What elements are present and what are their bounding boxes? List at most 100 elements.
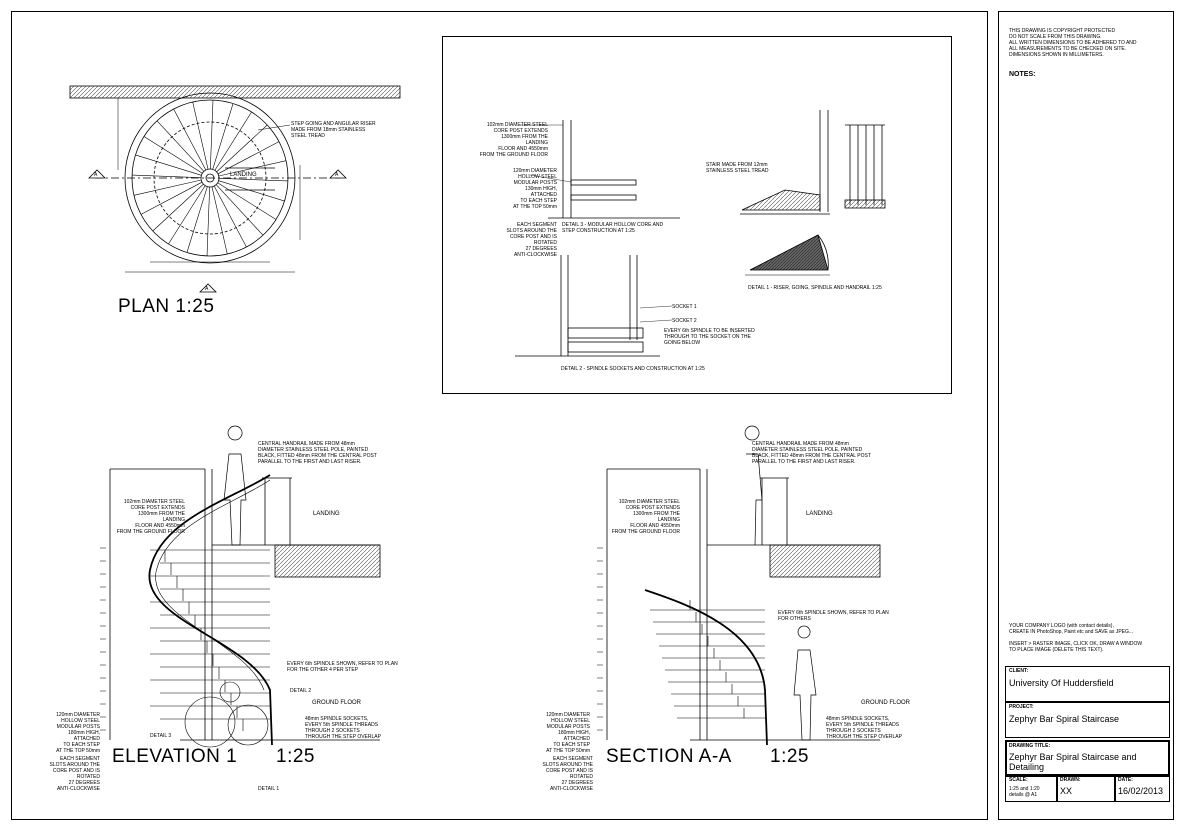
section-marker-left-label: A bbox=[94, 172, 98, 178]
detail-3-caption: DETAIL 3 - MODULAR HOLLOW CORE AND STEP … bbox=[562, 222, 664, 234]
copyright-note: THIS DRAWING IS COPYRIGHT PROTECTED DO N… bbox=[1009, 28, 1137, 58]
elevation-drawing bbox=[100, 425, 381, 748]
section-ground-floor-label: GROUND FLOOR bbox=[861, 700, 911, 706]
elevation-ground-floor-label: GROUND FLOOR bbox=[312, 700, 362, 706]
elevation-detail-3-circle bbox=[184, 696, 236, 748]
plan-tread-line bbox=[206, 186, 210, 256]
section-marker-right-label: A bbox=[335, 172, 339, 178]
project-value: Zephyr Bar Spiral Staircase bbox=[1009, 714, 1120, 724]
section-marker-right bbox=[329, 169, 347, 179]
elevation-handrail-note: CENTRAL HANDRAIL MADE FROM 48mm DIAMETER… bbox=[258, 441, 377, 465]
plan-tread-line bbox=[156, 120, 205, 172]
plan-tread-line bbox=[211, 186, 228, 255]
plan-tread-line bbox=[218, 178, 288, 182]
elevation-sockets-note: 48mm SPINDLE SOCKETS, EVERY 5th SPINDLE … bbox=[305, 716, 381, 740]
plan-tread-line bbox=[152, 183, 204, 232]
elevation-scale: 1:25 bbox=[276, 746, 315, 767]
section-title: SECTION A-A bbox=[606, 746, 732, 767]
detail-1-wedge bbox=[749, 234, 829, 271]
plan-tread-line bbox=[133, 179, 202, 196]
detail-3-drawing bbox=[520, 120, 680, 219]
plan-tread-line bbox=[217, 182, 277, 220]
plan-tread-line bbox=[216, 124, 268, 173]
section-spindle-note: EVERY 6th SPINDLE SHOWN, REFER TO PLAN F… bbox=[778, 610, 889, 622]
plan-tread-line bbox=[217, 141, 280, 175]
detail-2-caption: DETAIL 2 - SPINDLE SOCKETS AND CONSTRUCT… bbox=[561, 366, 705, 372]
plan-tread-line bbox=[218, 180, 285, 202]
elevation-person-silhouette bbox=[223, 425, 247, 546]
plan-tread-line bbox=[132, 174, 202, 178]
detail-1-tread-note: STAIR MADE FROM 12mm STAINLESS STEEL TRE… bbox=[706, 162, 769, 174]
details-frame bbox=[442, 36, 952, 394]
plan-tread-line bbox=[186, 186, 208, 253]
plan-tread-line bbox=[173, 108, 207, 171]
detail-3-segment-note: EACH SEGMENT SLOTS AROUND THE CORE POST … bbox=[506, 222, 557, 258]
section-dim-ticks bbox=[597, 547, 603, 731]
plan-step-note: STEP GOING AND ANGULAR RISER MADE FROM 1… bbox=[291, 121, 376, 139]
elevation-segment-note: EACH SEGMENT SLOTS AROUND THE CORE POST … bbox=[49, 756, 100, 792]
section-sockets-note: 48mm SPINDLE SOCKETS, EVERY 5th SPINDLE … bbox=[826, 716, 902, 740]
elevation-core-post-note: 102mm DIAMETER STEEL CORE POST EXTENDS 1… bbox=[116, 499, 185, 535]
section-person-silhouette bbox=[793, 625, 817, 741]
plan-leader bbox=[257, 124, 291, 131]
plan-tread-line bbox=[213, 185, 247, 248]
section-drawing bbox=[597, 425, 881, 746]
elevation-detail-3-tag: DETAIL 3 bbox=[150, 733, 172, 739]
detail-3-modular-posts-note: 120mm DIAMETER HOLLOW STEEL MODULAR POST… bbox=[513, 168, 557, 210]
elevation-detail-1-circle bbox=[227, 704, 269, 746]
plan-tread-line bbox=[135, 154, 202, 176]
client-box bbox=[1005, 666, 1170, 702]
elevation-title: ELEVATION 1 bbox=[112, 746, 238, 767]
detail-1-drawing bbox=[740, 110, 886, 276]
scale-box bbox=[1005, 776, 1057, 802]
drawn-box bbox=[1057, 776, 1115, 802]
elevation-posts-note: 120mm DIAMETER HOLLOW STEEL MODULAR POST… bbox=[56, 712, 100, 754]
plan-north-arrow bbox=[199, 283, 217, 293]
scale-label: SCALE: bbox=[1009, 777, 1028, 783]
elevation-landing-label: LANDING bbox=[313, 511, 340, 517]
section-core-post-note: 102mm DIAMETER STEEL CORE POST EXTENDS 1… bbox=[611, 499, 680, 535]
date-value: 16/02/2013 bbox=[1118, 786, 1164, 796]
plan-tread-line bbox=[210, 100, 214, 170]
plan-tread-line bbox=[140, 181, 203, 215]
plan-wall-hatch bbox=[69, 85, 401, 99]
detail-3-core-post-note: 102mm DIAMETER STEEL CORE POST EXTENDS 1… bbox=[479, 122, 548, 158]
drawing-area-frame bbox=[11, 11, 988, 820]
elevation-detail-2-tag: DETAIL 2 bbox=[290, 688, 312, 694]
plan-title: PLAN 1:25 bbox=[118, 296, 215, 317]
notes-label: NOTES: bbox=[1009, 71, 1036, 78]
elevation-steps bbox=[150, 549, 270, 731]
scale-value: 1:25 and 1:20 details @ A1 bbox=[1009, 786, 1040, 798]
section-handrail-note: CENTRAL HANDRAIL MADE FROM 48mm DIAMETER… bbox=[752, 441, 871, 465]
date-box bbox=[1115, 776, 1170, 802]
section-handrail bbox=[644, 589, 768, 746]
detail-2-spindle-note: EVERY 6th SPINDLE TO BE INSERTED THROUGH… bbox=[664, 328, 755, 346]
elevation-detail-1-tag: DETAIL 1 bbox=[258, 786, 280, 792]
elevation-detail-2-circle bbox=[219, 681, 241, 703]
plan-tread-line bbox=[168, 185, 206, 245]
project-label: PROJECT: bbox=[1009, 704, 1034, 710]
plan-tread-line bbox=[212, 103, 234, 170]
drawing-title-value: Zephyr Bar Spiral Staircase and Detailin… bbox=[1009, 752, 1137, 772]
detail-1-caption: DETAIL 1 - RISER, GOING, SPINDLE AND HAN… bbox=[748, 285, 882, 291]
section-landing-label: LANDING bbox=[806, 511, 833, 517]
detail-2-socket-1: SOCKET 1 bbox=[672, 304, 697, 310]
detail-2-drawing bbox=[515, 255, 673, 357]
date-label: DATE: bbox=[1118, 777, 1133, 783]
plan-tread-line bbox=[214, 111, 252, 171]
title-block-frame bbox=[998, 11, 1174, 820]
elevation-dim-ticks bbox=[100, 547, 106, 731]
client-value: University Of Huddersfield bbox=[1009, 678, 1114, 688]
section-person-2 bbox=[744, 425, 763, 546]
plan-tread-line bbox=[215, 184, 264, 236]
section-posts-note: 120mm DIAMETER HOLLOW STEEL MODULAR POST… bbox=[546, 712, 590, 754]
north-marker-label: A bbox=[205, 286, 209, 292]
drawing-title-box bbox=[1005, 740, 1170, 776]
plan-view bbox=[69, 85, 401, 293]
plan-landing-label: LANDING bbox=[230, 172, 257, 178]
section-marker-left bbox=[88, 169, 106, 179]
drawing-title-label: DRAWING TITLE: bbox=[1009, 743, 1051, 749]
client-label: CLIENT: bbox=[1009, 668, 1029, 674]
elevation-spindle-note: EVERY 6th SPINDLE SHOWN, REFER TO PLAN F… bbox=[287, 661, 398, 673]
